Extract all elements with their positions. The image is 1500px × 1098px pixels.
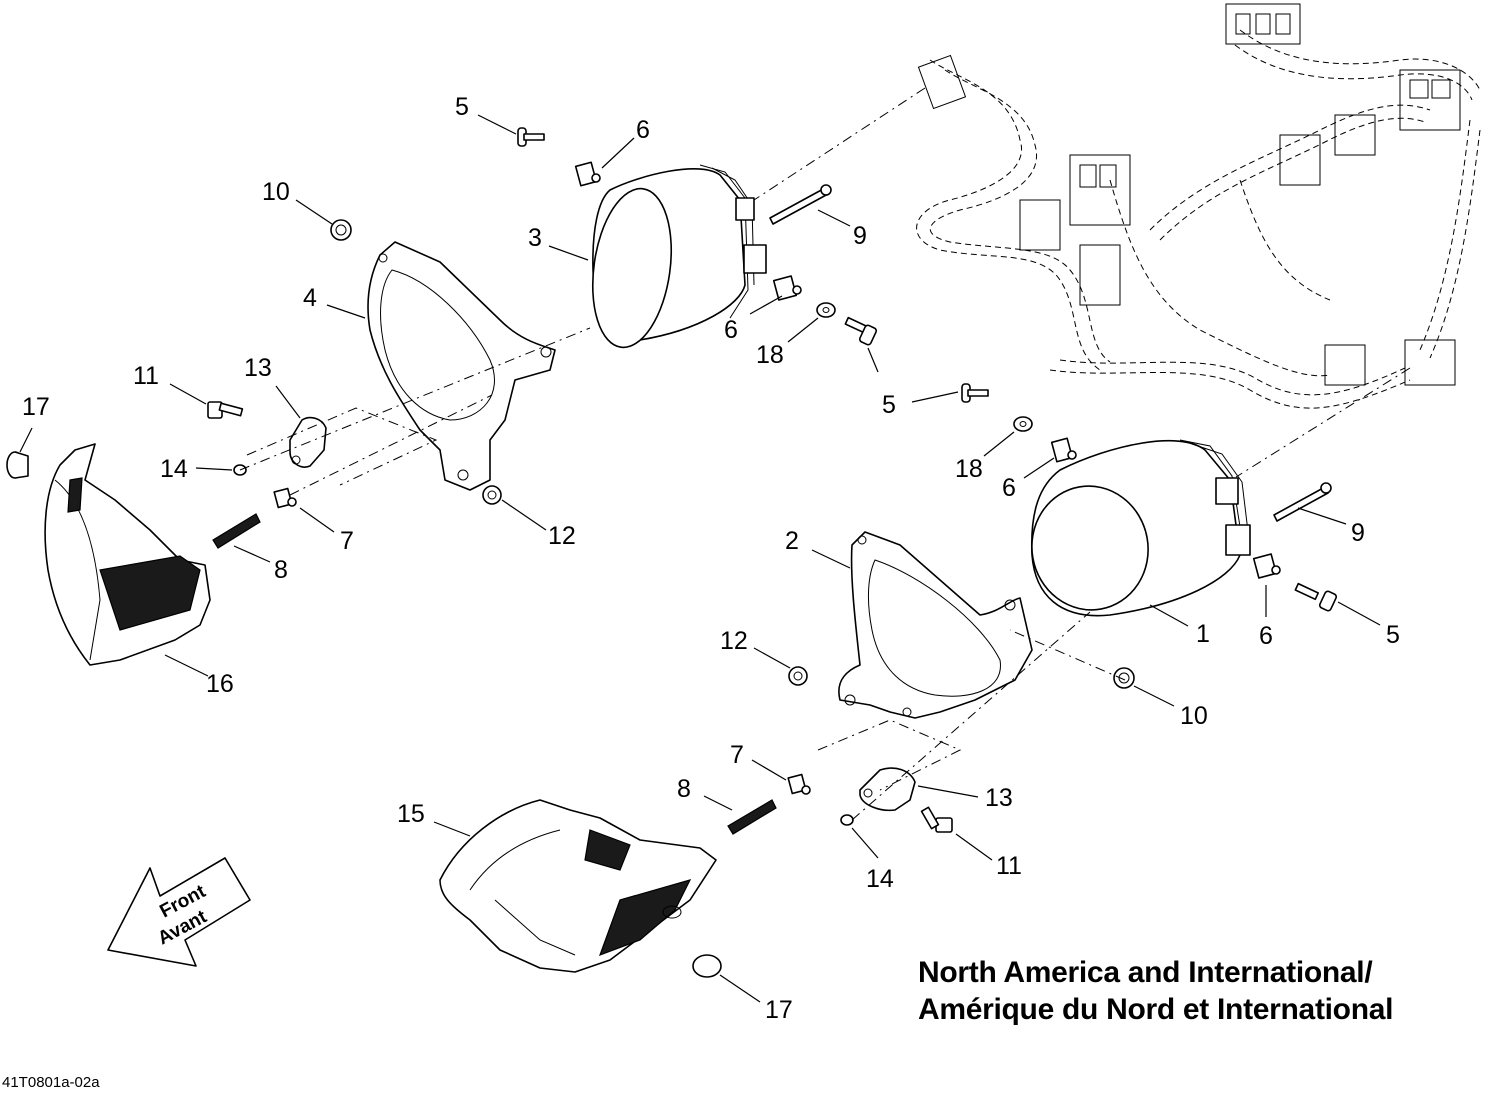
bolt-11-lower [920, 806, 953, 833]
wiring-harness [916, 3, 1481, 409]
bolt-11-upper [207, 401, 244, 419]
spring-8-lower [727, 799, 777, 835]
callout-8a: 8 [274, 556, 288, 584]
callout-17a: 17 [22, 393, 50, 421]
title-line-fr: Amérique du Nord et International [918, 993, 1394, 1026]
callout-18a: 18 [756, 341, 784, 369]
screw-5-mid [844, 316, 878, 346]
callout-15: 15 [397, 800, 425, 828]
callout-7a: 7 [340, 527, 354, 555]
cover-16 [44, 443, 211, 666]
clip-6-upper [574, 161, 601, 187]
callout-6b: 6 [724, 316, 738, 344]
washer-18-lower [1013, 416, 1033, 432]
callout-6a: 6 [636, 116, 650, 144]
clip-6-lower-right [1252, 553, 1281, 579]
callout-9a: 9 [853, 222, 867, 250]
callout-10b: 10 [1180, 702, 1208, 730]
screw-5-lower-right [1294, 582, 1338, 612]
bolt-9-upper [769, 184, 832, 225]
callout-11a: 11 [133, 362, 159, 390]
washer-18-upper [816, 302, 836, 318]
callout-3: 3 [528, 224, 542, 252]
screw-5-lower-left [961, 383, 989, 403]
callout-11b: 11 [996, 852, 1022, 880]
nut-12-upper [482, 485, 502, 505]
headlight-3 [591, 164, 767, 349]
callout-1: 1 [1196, 620, 1210, 648]
callout-18b: 18 [955, 455, 983, 483]
callout-6c: 6 [1002, 474, 1016, 502]
clip-6-mid [772, 275, 802, 301]
clip-7-lower [787, 773, 811, 795]
spring-8-upper [212, 513, 261, 549]
callout-12b: 12 [720, 627, 748, 655]
nut-12-lower [788, 666, 808, 686]
callout-13a: 13 [244, 354, 272, 382]
callout-5a: 5 [455, 93, 469, 121]
front-arrow: Front Avant [107, 857, 251, 967]
callout-9b: 9 [1351, 519, 1365, 547]
title-line-en: North America and International/ [918, 956, 1373, 989]
callout-4: 4 [303, 284, 317, 312]
bracket-2 [838, 531, 1033, 719]
callout-7b: 7 [730, 741, 744, 769]
nut-10-upper [330, 219, 352, 241]
figure-reference: 41T0801a-02a [2, 1074, 100, 1091]
screw-14-lower [840, 814, 854, 826]
clip-6-lower-left [1050, 437, 1077, 463]
cover-15 [439, 799, 717, 973]
callout-13b: 13 [985, 784, 1013, 812]
nut-10-lower [1113, 667, 1135, 689]
callout-6d: 6 [1259, 622, 1273, 650]
plug-17-upper [6, 451, 29, 479]
callout-17b: 17 [765, 996, 793, 1024]
alignment-lines [239, 87, 1411, 821]
callout-10a: 10 [262, 178, 290, 206]
screw-5-upper [517, 127, 545, 147]
headlight-1 [1030, 439, 1251, 617]
callout-8b: 8 [677, 775, 691, 803]
callout-14b: 14 [866, 865, 894, 893]
callout-14a: 14 [160, 455, 188, 483]
diagram-title: North America and International/ Amériqu… [918, 954, 1393, 1028]
bolt-9-lower [1273, 482, 1332, 522]
clip-7-upper [273, 487, 297, 509]
plug-17-lower [692, 954, 722, 978]
callout-12a: 12 [548, 522, 576, 550]
callout-5b: 5 [882, 391, 896, 419]
callout-16: 16 [206, 670, 234, 698]
callout-5c: 5 [1386, 621, 1400, 649]
leader-lines [19, 114, 1381, 1003]
callout-2: 2 [785, 527, 799, 555]
bracket-4 [367, 241, 556, 491]
